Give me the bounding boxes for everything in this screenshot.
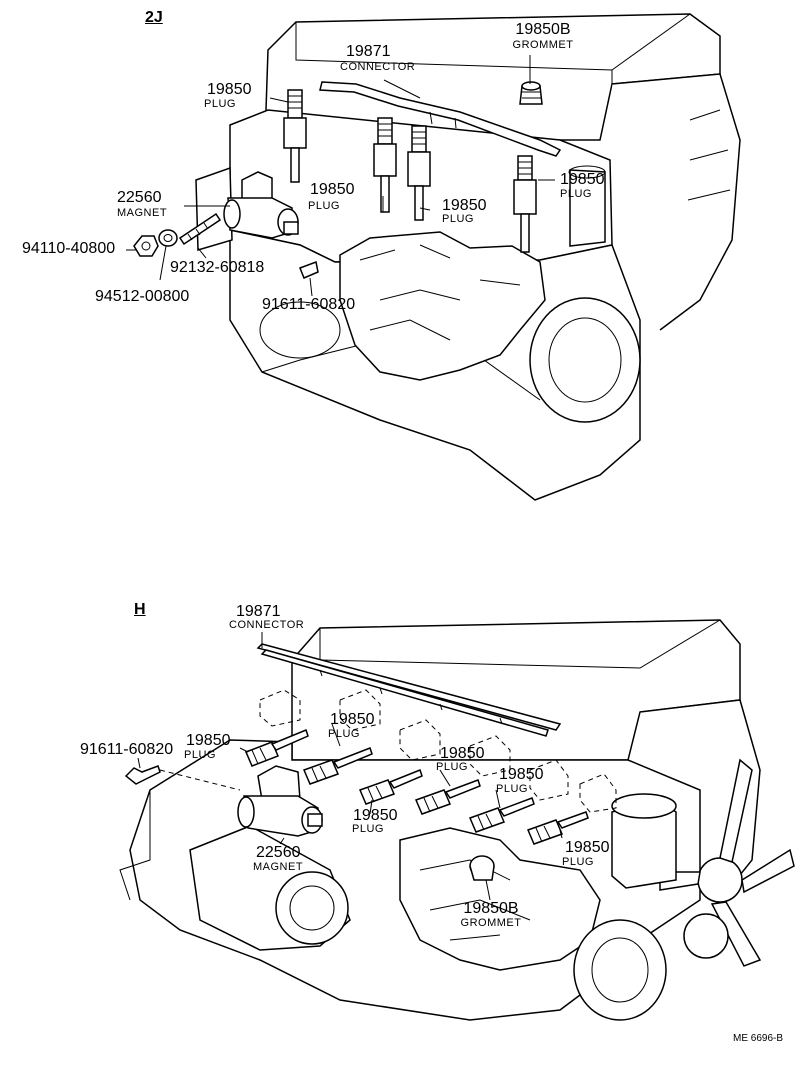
top-grommet-part: [519, 81, 543, 105]
top-washer-part-number: 94512-00800: [95, 288, 190, 305]
bottom-magnet-part: [237, 765, 323, 837]
part-name: PLUG: [442, 213, 474, 225]
part-number: 19850: [565, 839, 610, 856]
top-bolt-part-number: 91611-60820: [262, 296, 356, 313]
part-name: PLUG: [328, 728, 360, 740]
part-name: PLUG: [562, 856, 594, 868]
part-number: 19871: [346, 43, 391, 60]
bottom-plug-3: [358, 769, 423, 805]
part-number: 19850: [499, 766, 544, 783]
section-label-h: H: [134, 601, 146, 618]
bottom-engine-drawing: [119, 619, 795, 1021]
bottom-grommet-part: [469, 855, 495, 881]
bottom-plug-5: [468, 797, 535, 833]
part-number: 19850: [560, 171, 605, 188]
part-name: MAGNET: [117, 207, 168, 219]
part-number: 19850B: [515, 21, 571, 38]
part-number: 19871: [236, 603, 281, 620]
part-name: GROMMET: [460, 917, 522, 929]
part-number: 22560: [256, 844, 301, 861]
part-number: 19850: [442, 197, 487, 214]
part-name: CONNECTOR: [229, 619, 305, 631]
part-name: PLUG: [308, 200, 340, 212]
part-name: PLUG: [184, 749, 216, 761]
part-name: CONNECTOR: [340, 61, 416, 73]
bottom-plug-4: [414, 779, 481, 815]
part-name: PLUG: [436, 761, 468, 773]
part-number: 19850: [310, 181, 355, 198]
part-number: 19850: [353, 807, 398, 824]
bottom-bolt-part-number: 91611-60820: [80, 741, 174, 758]
section-label-2j: 2J: [145, 9, 163, 26]
top-magnet-part: [223, 171, 299, 239]
part-number: 19850: [186, 732, 231, 749]
part-name: MAGNET: [253, 861, 304, 873]
part-name: PLUG: [496, 783, 528, 795]
bottom-plug-6: [526, 811, 589, 845]
part-name: PLUG: [204, 98, 236, 110]
top-fastener-parts: [133, 212, 319, 279]
top-engine-drawing: [126, 13, 741, 501]
part-name: PLUG: [352, 823, 384, 835]
bottom-plug-1: [245, 729, 309, 767]
top-plug-4: [513, 155, 537, 253]
top-plug-2: [373, 117, 397, 213]
part-number: 19850: [440, 745, 485, 762]
diagram-code: ME 6696-B: [733, 1033, 784, 1044]
top-leader-lines: [126, 55, 555, 297]
bottom-plug-2: [302, 747, 373, 785]
part-number: 19850B: [463, 900, 519, 917]
part-number: 19850: [207, 81, 252, 98]
part-number: 22560: [117, 189, 162, 206]
part-name: PLUG: [560, 188, 592, 200]
bottom-leader-lines: [137, 632, 563, 901]
top-plug-3: [407, 125, 431, 221]
top-nut-part-number: 94110-40800: [22, 240, 116, 257]
part-number: 19850: [330, 711, 375, 728]
top-plug-1: [283, 89, 307, 183]
top-stud-part-number: 92132-60818: [170, 259, 265, 276]
part-name: GROMMET: [512, 39, 574, 51]
